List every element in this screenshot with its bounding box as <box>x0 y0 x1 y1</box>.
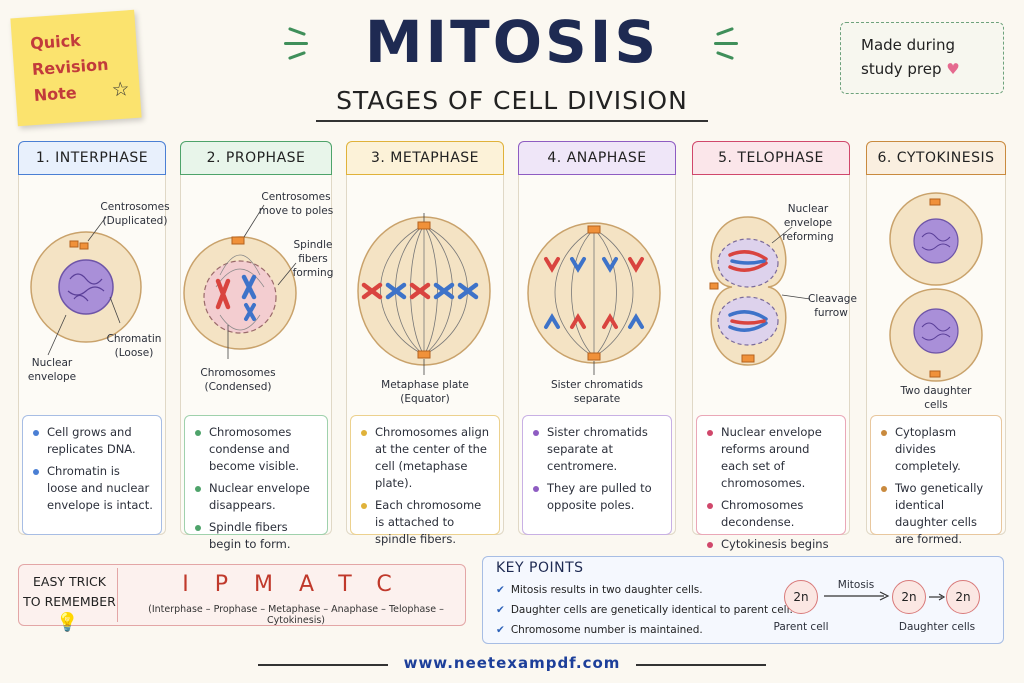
cytokinesis-diagram <box>889 192 983 382</box>
list-item: ✔Chromosome number is maintained. <box>496 624 703 636</box>
bullet-dot <box>361 503 367 509</box>
list-item: Nuclear envelope reforms around each set… <box>707 424 837 492</box>
bullet-dot <box>881 430 887 436</box>
list-item: Cytoplasm divides completely. <box>881 424 993 475</box>
bullet-dot <box>195 525 201 531</box>
label-nuclear-envelope: Nuclear envelope <box>27 357 77 383</box>
label-chromosomes-condensed: Chromosomes (Condensed) <box>200 367 276 393</box>
subtitle-underline <box>316 120 708 122</box>
daughter-cells-label: Daughter cells <box>898 621 976 633</box>
list-item: ✔Mitosis results in two daughter cells. <box>496 584 703 596</box>
mnemonic-text: IPMATC <box>182 572 418 597</box>
label-centrosomes-duplicated: Centrosomes (Duplicated) <box>100 201 170 227</box>
anaphase-diagram <box>527 222 661 375</box>
check-icon: ✔ <box>496 604 505 616</box>
notes-telophase: Nuclear envelope reforms around each set… <box>696 415 846 585</box>
bullet-dot <box>533 430 539 436</box>
parent-cell-label: Parent cell <box>773 621 829 633</box>
page-subtitle: STAGES OF CELL DIVISION <box>336 86 688 115</box>
list-item: Cell grows and replicates DNA. <box>33 424 153 458</box>
bullet-dot <box>707 503 713 509</box>
label-chromatin-loose: Chromatin (Loose) <box>106 333 162 359</box>
list-item: Chromosomes decondense. <box>707 497 837 531</box>
label-centrosomes-move-to-poles: Centrosomes move to poles <box>258 191 334 217</box>
bullet-dot <box>195 430 201 436</box>
notes-metaphase: Chromosomes align at the center of the c… <box>350 415 500 546</box>
stage-heading-telophase: 5. TELOPHASE <box>692 141 850 175</box>
bullet-dot <box>707 430 713 436</box>
bullet-dot <box>707 542 713 548</box>
bullet-dot <box>33 469 39 475</box>
list-item: Chromosomes condense and become visible. <box>195 424 319 475</box>
title-accent-dash <box>714 42 738 45</box>
small-arrow-icon <box>929 593 946 601</box>
list-item: Nuclear envelope disappears. <box>195 480 319 514</box>
check-icon: ✔ <box>496 624 505 636</box>
lightbulb-icon: 💡 <box>56 612 79 633</box>
metaphase-diagram <box>357 213 491 375</box>
title-accent-dash <box>284 42 308 45</box>
mnemonic-expansion: (Interphase – Prophase – Metaphase – Ana… <box>148 604 444 626</box>
label-nuclear-envelope-reforming: Nuclear envelope reforming <box>782 203 834 243</box>
label-metaphase-plate: Metaphase plate (Equator) <box>381 379 469 405</box>
interphase-diagram <box>30 216 142 356</box>
list-item: Two genetically identical daughter cells… <box>881 480 993 548</box>
check-icon: ✔ <box>496 584 505 596</box>
notes-prophase: Chromosomes condense and become visible.… <box>184 415 328 551</box>
footer-line-right <box>636 664 766 666</box>
made-during-note: Made during study prep ♥ <box>840 22 1004 94</box>
stage-heading-metaphase: 3. METAPHASE <box>346 141 504 175</box>
list-item: ✔Daughter cells are genetically identica… <box>496 604 793 616</box>
list-item: Chromosomes align at the center of the c… <box>361 424 491 492</box>
notes-cytokinesis: Cytoplasm divides completely. Two geneti… <box>870 415 1002 546</box>
bullet-dot <box>361 430 367 436</box>
stage-heading-interphase: 1. INTERPHASE <box>18 141 166 175</box>
stage-heading-anaphase: 4. ANAPHASE <box>518 141 676 175</box>
stage-heading-prophase: 2. PROPHASE <box>180 141 332 175</box>
label-cleavage-furrow: Cleavage furrow <box>808 293 857 319</box>
list-item: Chromatin is loose and nuclear envelope … <box>33 463 153 514</box>
easy-trick-label: EASY TRICK TO REMEMBER <box>22 568 118 622</box>
daughter-cell-circle-1: 2n <box>892 580 926 614</box>
daughter-cell-circle-2: 2n <box>946 580 980 614</box>
heart-icon: ♥ <box>946 60 960 78</box>
list-item: They are pulled to opposite poles. <box>533 480 663 514</box>
bullet-dot <box>195 486 201 492</box>
easy-trick-box <box>18 564 466 626</box>
bullet-dot <box>881 486 887 492</box>
bullet-dot <box>33 430 39 436</box>
notes-interphase: Cell grows and replicates DNA. Chromatin… <box>22 415 162 535</box>
notes-anaphase: Sister chromatids separate at centromere… <box>522 415 672 535</box>
list-item: Sister chromatids separate at centromere… <box>533 424 663 475</box>
bullet-dot <box>533 486 539 492</box>
made-note-line-1: Made during <box>861 36 956 54</box>
mitosis-arrow-icon <box>824 591 890 601</box>
parent-cell-circle: 2n <box>784 580 818 614</box>
telophase-diagram <box>709 216 811 366</box>
list-item: Spindle fibers begin to form. <box>195 519 319 553</box>
mitosis-arrow-label: Mitosis <box>837 579 875 591</box>
label-spindle-fibers-forming: Spindle fibers forming <box>292 239 334 279</box>
label-sister-chromatids-separate: Sister chromatids separate <box>550 379 644 405</box>
footer-line-left <box>258 664 388 666</box>
list-item: Each chromosome is attached to spindle f… <box>361 497 491 548</box>
label-two-daughter-cells: Two daughter cells <box>900 385 972 411</box>
footer-url[interactable]: www.neetexampdf.com <box>403 654 621 672</box>
page-title: MITOSIS <box>364 8 660 76</box>
key-points-title: KEY POINTS <box>496 560 584 576</box>
stage-heading-cytokinesis: 6. CYTOKINESIS <box>866 141 1006 175</box>
prophase-diagram <box>183 204 297 359</box>
made-note-line-2: study prep <box>861 60 942 78</box>
